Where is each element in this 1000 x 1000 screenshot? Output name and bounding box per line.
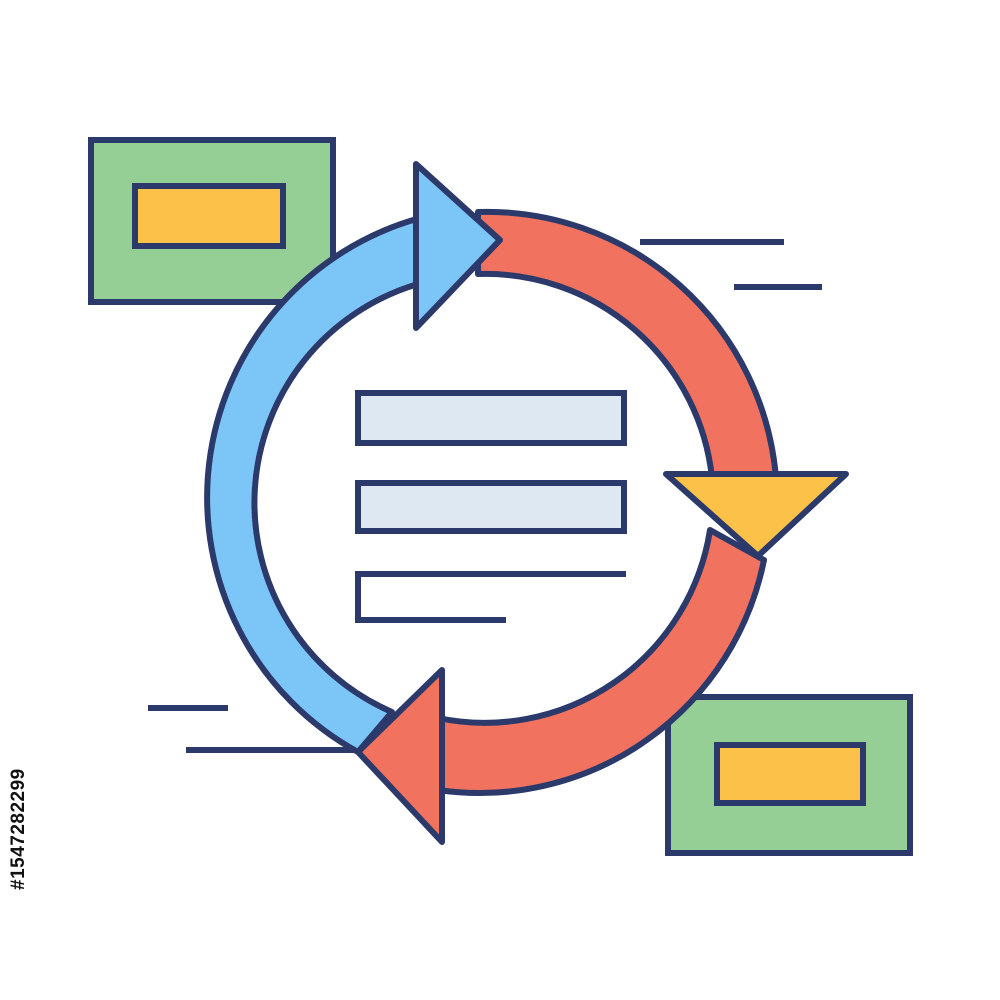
motion-lines: [148, 239, 822, 753]
blue-cycle-arc: [204, 215, 423, 755]
yellow-arrowhead: [663, 471, 849, 559]
stock-id-watermark: #1547282299: [8, 768, 29, 890]
blue-arrowhead: [413, 161, 503, 331]
card-top-left: [88, 137, 336, 305]
text-bar: [355, 480, 627, 534]
text-bar: [355, 390, 627, 446]
red-arrowhead: [355, 667, 445, 845]
text-bar-partial: [355, 571, 626, 623]
document-lines: [355, 390, 627, 623]
card-bottom-right: [665, 694, 913, 856]
